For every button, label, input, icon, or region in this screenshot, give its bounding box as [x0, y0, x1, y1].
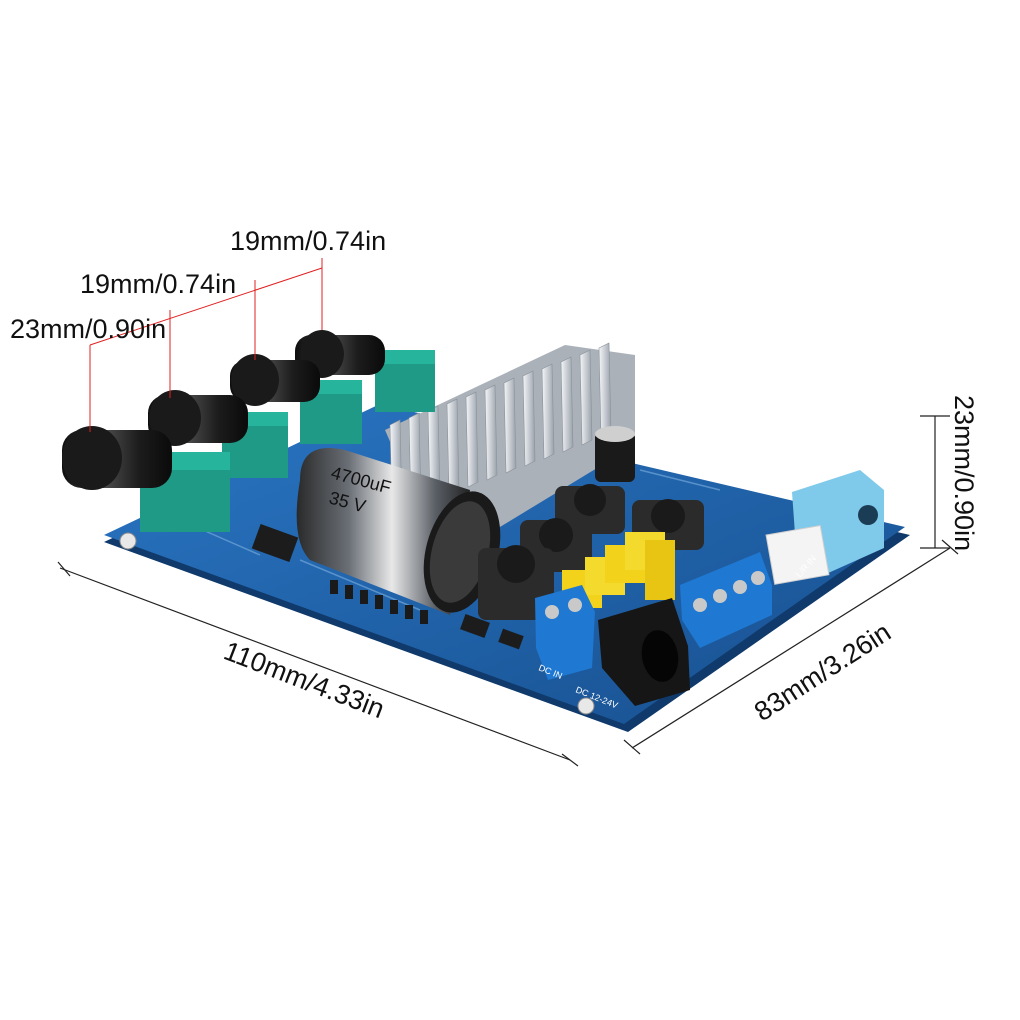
knob-left-middle: [148, 390, 248, 446]
inductor: [478, 545, 554, 620]
dimension-board-height-label: 23mm/0.90in: [949, 395, 979, 551]
inductors: [478, 484, 704, 620]
potentiometer-bass: [375, 350, 435, 412]
heatsink-fin: [503, 377, 517, 474]
input-header: [765, 524, 830, 585]
speaker-terminal-block: [680, 552, 772, 648]
dimension-board-width-label: 83mm/3.26in: [749, 617, 896, 727]
ic-chip: [251, 523, 299, 563]
mounting-hole: [119, 532, 137, 550]
knob-left: [62, 426, 172, 490]
dimension-knob-right-label: 19mm/0.74in: [230, 226, 386, 256]
dimension-board-length-label: 110mm/4.33in: [220, 636, 389, 725]
dc-barrel-jack: [598, 598, 690, 706]
mounting-hole: [577, 697, 595, 715]
heatsink-fin: [446, 398, 460, 495]
small-capacitor: [595, 426, 635, 482]
board-dimension-lines: [57, 415, 959, 767]
inductor: [632, 499, 704, 550]
heatsink-fin: [522, 370, 536, 467]
dimension-knob-left-label: 23mm/0.90in: [10, 314, 166, 344]
heatsink-fin: [541, 363, 555, 460]
heatsink-fin: [598, 342, 612, 439]
smd-resistors: [330, 580, 428, 624]
knob-dimension-lines: [89, 258, 323, 432]
heatsink-fin: [465, 391, 479, 488]
knob-middle: [230, 354, 320, 406]
heatsink-fin: [560, 356, 574, 453]
dimension-knob-middle-label: 19mm/0.74in: [80, 269, 236, 299]
dc-terminal-block: [535, 585, 595, 680]
heatsink-fin: [484, 384, 498, 481]
heatsink-fin: [579, 349, 593, 446]
